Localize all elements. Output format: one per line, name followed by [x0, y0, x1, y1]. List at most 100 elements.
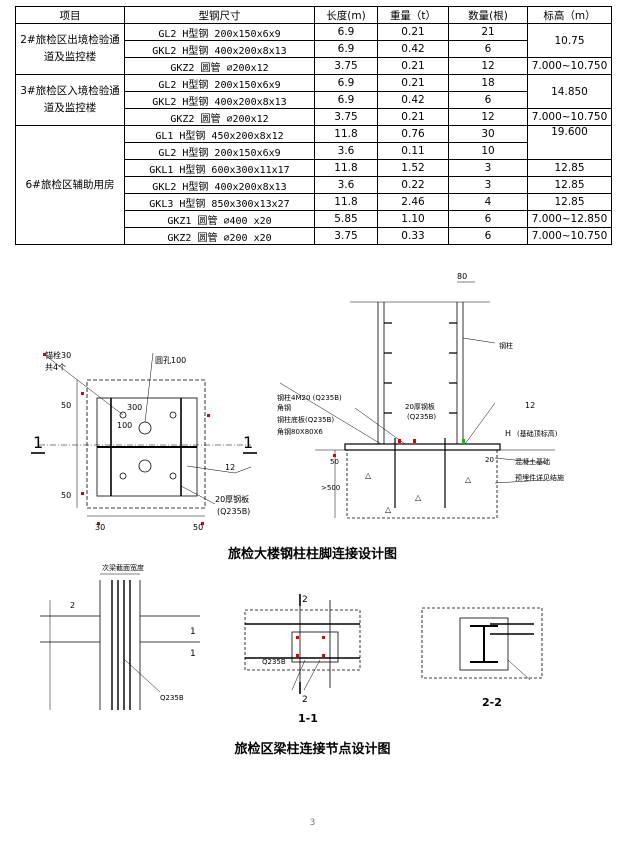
joint-label: 1 — [190, 649, 196, 659]
plan-labels: 锚栓30 共4个 圆孔100 300 100 50 50 12 20厚钢板 (Q… — [33, 350, 253, 532]
length-cell: 11.8 — [314, 159, 378, 177]
length-cell: 11.8 — [314, 125, 378, 143]
concrete-beam-outline — [244, 609, 361, 671]
qty-cell: 3 — [448, 159, 528, 177]
leader-line — [462, 337, 496, 344]
plan-label: 300 — [127, 403, 142, 412]
length-cell: 6.9 — [314, 23, 378, 41]
section-label: 20厚钢板 — [405, 402, 435, 411]
stud-ticks — [384, 322, 457, 414]
section-label: 钢柱4M20 (Q235B) — [277, 393, 342, 402]
project-cell: 6#旅检区辅助用房 — [15, 125, 125, 245]
length-cell: 3.75 — [314, 227, 378, 245]
table-header-row: 项目 型钢尺寸 长度(m) 重量（t） 数量(根) 标高（m） — [15, 6, 612, 24]
table-row: GKL2 H型钢 400x200x8x13 3.6 0.22 3 12.85 — [16, 176, 612, 194]
size-cell: GKL3 H型钢 850x300x13x27 — [124, 193, 315, 211]
qty-cell: 12 — [448, 57, 528, 75]
leader-line — [303, 659, 321, 691]
column-section — [459, 617, 509, 671]
leader-line — [186, 465, 236, 474]
base-plate-outline — [86, 379, 206, 509]
weight-cell: 0.21 — [377, 23, 449, 41]
leader-line — [291, 659, 306, 691]
table-row: GKL1 H型钢 600x300x11x17 11.8 1.52 3 12.85 — [16, 159, 612, 177]
plan-label: 20厚钢板 — [215, 494, 249, 504]
size-cell: GKL2 H型钢 400x200x8x13 — [124, 91, 315, 109]
joint-label: 2 — [302, 695, 308, 705]
qty-cell: 6 — [448, 40, 528, 58]
page-number: 3 — [309, 818, 316, 828]
size-cell: GKZ1 圆管 ⌀400 x20 — [124, 210, 315, 228]
plan-label: 30 — [95, 523, 105, 532]
size-cell: GKL2 H型钢 400x200x8x13 — [124, 176, 315, 194]
plan-label: 圆孔100 — [155, 356, 186, 365]
anchor-hole — [119, 472, 127, 480]
size-cell: GL2 H型钢 200x150x6x9 — [124, 74, 315, 92]
table-row: GKZ2 圆管 ⌀200x12 3.75 0.21 12 7.000~10.75… — [16, 108, 612, 126]
grout-hole — [138, 421, 152, 435]
leader-line — [464, 402, 496, 445]
plan-label: 锚栓30 — [45, 350, 71, 360]
elevation-cell: 19.600 — [527, 125, 612, 160]
anchor-hole — [119, 411, 127, 419]
section-label: 钢柱底板(Q235B) — [277, 415, 334, 424]
leader-line — [354, 407, 406, 445]
grout-hole — [138, 459, 152, 473]
weight-cell: 0.76 — [377, 125, 449, 143]
elevation-cell: 12.85 — [527, 159, 612, 177]
section-label: (Q235B) — [407, 413, 436, 421]
leader-line — [507, 659, 531, 681]
section-label: >500 — [321, 484, 340, 492]
header-project: 项目 — [15, 6, 125, 24]
section-label: 80 — [457, 272, 467, 281]
qty-cell: 18 — [448, 74, 528, 92]
elevation-cell: 12.85 — [527, 176, 612, 194]
caption-column-base: 旅检大楼钢柱柱脚连接设计图 — [227, 547, 397, 562]
weld-ticks — [333, 439, 416, 457]
svg-text:△: △ — [385, 505, 392, 514]
size-cell: GL2 H型钢 200x150x6x9 — [124, 23, 315, 41]
length-cell: 3.6 — [314, 142, 378, 160]
table-row: 3#旅检区入境检验通道及监控楼 GL2 H型钢 200x150x6x9 6.9 … — [15, 74, 612, 126]
beam-column-joint-drawing: 次梁截面宽度 2 1 1 Q235B 2 Q235B 2 1-1 2-2 — [40, 563, 543, 725]
header-length: 长度(m) — [314, 6, 378, 24]
section-label: 50 — [330, 458, 339, 466]
length-cell: 11.8 — [314, 193, 378, 211]
length-cell: 6.9 — [314, 91, 378, 109]
joint-label: 2 — [70, 601, 75, 610]
size-cell: GKL1 H型钢 600x300x11x17 — [124, 159, 315, 177]
weight-cell: 0.33 — [377, 227, 449, 245]
joint-label: 1 — [190, 627, 196, 637]
weight-cell: 0.21 — [377, 57, 449, 75]
steel-flanges — [470, 625, 498, 663]
plan-label: 100 — [117, 421, 132, 430]
svg-text:△: △ — [365, 471, 372, 480]
joint-section-view — [421, 607, 543, 681]
size-cell: GKL2 H型钢 400x200x8x13 — [124, 40, 315, 58]
anchor-hole — [169, 411, 177, 419]
section-label: 20 — [485, 456, 494, 464]
view-title-1-1: 1-1 — [298, 712, 318, 725]
qty-cell: 30 — [448, 125, 528, 143]
leader-line — [180, 485, 216, 505]
table-row: GKZ1 圆管 ⌀400 x20 5.85 1.10 6 7.000~12.85… — [16, 210, 612, 228]
length-cell: 3.6 — [314, 176, 378, 194]
section-mark-right: 1 — [243, 433, 253, 452]
section-mark-left: 1 — [33, 433, 43, 452]
section-labels: 80 钢柱 钢柱4M20 (Q235B) 角钢 钢柱底板(Q235B) 角钢80… — [277, 272, 564, 492]
joint-label: Q235B — [160, 694, 184, 702]
concrete-foundation — [346, 449, 498, 519]
bolt-marks — [296, 636, 325, 657]
plan-label: 12 — [225, 463, 235, 472]
concrete-section-outline — [421, 607, 543, 679]
joint-section-labels: 2-2 — [482, 696, 502, 709]
section-label: 12 — [525, 401, 535, 410]
qty-cell: 6 — [448, 91, 528, 109]
section-label: H — [505, 429, 511, 438]
weight-cell: 0.11 — [377, 142, 449, 160]
weld-symbol — [234, 466, 252, 474]
elevation-cell: 7.000~10.750 — [527, 57, 612, 75]
qty-cell: 21 — [448, 23, 528, 41]
size-cell: GKZ2 圆管 ⌀200 x20 — [124, 227, 315, 245]
header-weight: 重量（t） — [377, 6, 449, 24]
